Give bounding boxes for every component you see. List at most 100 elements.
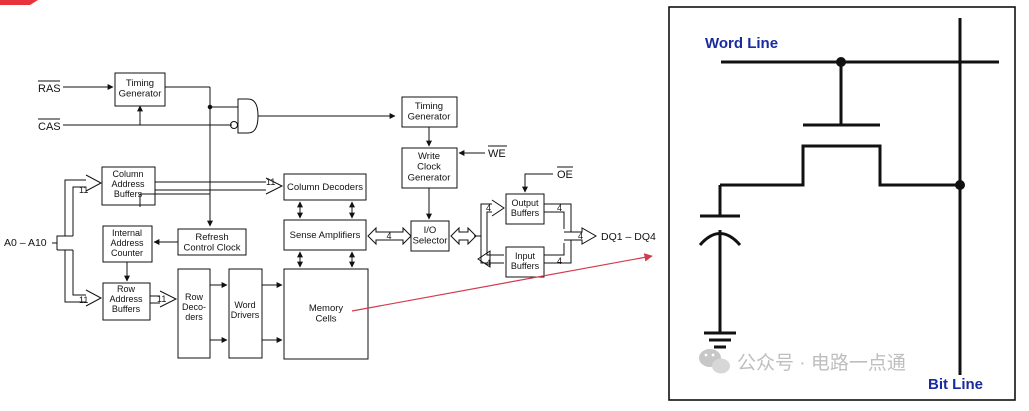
to-output-bus — [474, 203, 492, 237]
block-label-line: Deco- — [182, 302, 206, 312]
sense-io-width: 4 — [386, 231, 391, 241]
output-buffers — [505, 193, 545, 225]
block-label-line: Address — [111, 179, 145, 189]
sense-amplifiers-label: Sense Amplifiers — [290, 230, 361, 241]
bit-line-label: Bit Line — [928, 376, 983, 393]
addr-col-head — [85, 174, 103, 192]
block-label-line: Column — [112, 169, 143, 179]
io-selector — [410, 220, 450, 252]
pointer-arrow — [351, 253, 653, 312]
block-label-line: I/O — [424, 225, 437, 236]
accent-stripe — [0, 0, 38, 5]
block-label-line: Address — [109, 294, 143, 304]
address-bus — [52, 179, 86, 303]
block-label-line: Write — [418, 151, 440, 162]
sense-amplifiers — [283, 219, 367, 251]
row-decoders — [177, 268, 211, 359]
block-label-line: ders — [185, 312, 203, 322]
addr-row-width: 11 — [79, 295, 88, 305]
watermark-text: 公众号 · 电路一点通 — [737, 352, 906, 374]
addr-col-width: 11 — [79, 185, 88, 195]
dq-width: 4 — [578, 231, 583, 241]
data-label: DQ1 – DQ4 — [601, 231, 656, 243]
block-label-line: Counter — [111, 248, 143, 258]
out-dq-bus — [544, 203, 572, 229]
block-label-line: Address — [110, 238, 144, 248]
address-label: A0 – A10 — [4, 237, 47, 249]
block-label-line: Generator — [408, 112, 451, 123]
watermark: 公众号 · 电路一点通 — [699, 349, 906, 374]
ras-label: RAS — [38, 83, 61, 95]
block-label-line: Generator — [119, 89, 162, 100]
block-label-line: Row — [185, 292, 204, 302]
addr-row-head — [85, 289, 103, 307]
word-drivers — [228, 268, 263, 359]
block-label-line: Buffers — [511, 261, 540, 271]
row-bus-head — [159, 290, 178, 308]
channel — [720, 144, 960, 187]
block-label-line: Clock — [417, 162, 441, 173]
block-label-line: Word — [234, 300, 255, 310]
block-label-line: Selector — [413, 236, 448, 247]
block-label-line: Sense Amplifiers — [290, 230, 361, 241]
timing-generator-1 — [114, 72, 166, 107]
block-label-line: Buffers — [511, 208, 540, 218]
cell-frame — [668, 6, 1016, 401]
block-label-line: Column Decoders — [287, 182, 363, 193]
block-label-line: Buffers — [112, 304, 141, 314]
io-in-width: 4 — [486, 258, 491, 268]
we-label: WE — [488, 148, 506, 160]
block-label-line: Row — [117, 284, 136, 294]
block-label-line: Input — [515, 251, 536, 261]
in-dq-width: 4 — [557, 256, 562, 266]
oe-line — [522, 173, 553, 193]
to-output-head — [491, 199, 505, 217]
nand-bubble-in — [230, 121, 238, 129]
block-label-line: Generator — [408, 172, 451, 183]
column-decoders-label: Column Decoders — [287, 182, 363, 193]
block-label-line: Timing — [126, 78, 154, 89]
block-label-line: Drivers — [231, 310, 260, 320]
io-buffer-bus — [450, 226, 477, 246]
word-line-junction — [836, 57, 846, 67]
block-label-line: Buffers — [114, 189, 143, 199]
wechat-icon — [699, 349, 730, 374]
junction-1 — [207, 104, 213, 110]
row-dec-width: 11 — [157, 294, 166, 304]
column-decoders — [283, 173, 367, 201]
block-label-line: Refresh — [195, 232, 228, 243]
from-input-bus — [480, 236, 504, 264]
dq-bus — [564, 227, 598, 245]
out-dq-width: 4 — [557, 203, 562, 213]
oe-label: OE — [557, 169, 573, 181]
col-dec-width: 11 — [266, 177, 275, 187]
row-address-buffers — [102, 282, 151, 321]
block-label-line: Control Clock — [183, 243, 240, 254]
block-label-line: Memory — [309, 303, 344, 314]
memory-cells — [283, 268, 369, 360]
cas-label: CAS — [38, 121, 61, 133]
nand-gate — [237, 98, 259, 134]
io-out-width: 4 — [486, 203, 491, 213]
bit-line-junction — [955, 180, 965, 190]
block-label-line: Internal — [112, 228, 142, 238]
col-bus-head — [265, 177, 284, 195]
column-address-buffers — [101, 166, 156, 206]
from-input-head — [477, 250, 491, 268]
